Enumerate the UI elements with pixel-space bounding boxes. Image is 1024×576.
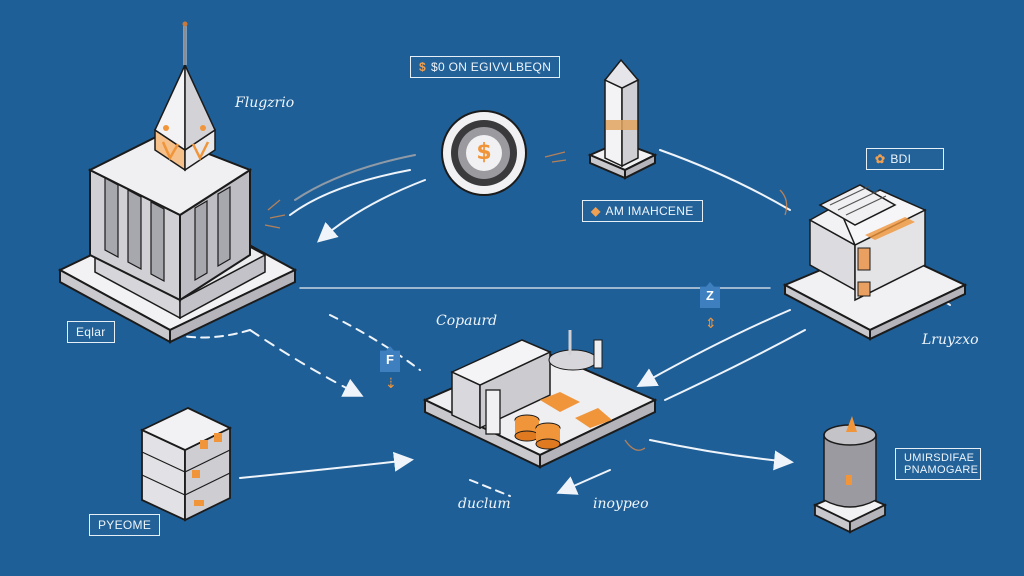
server-stack-node[interactable]: [782, 184, 968, 341]
cabinet-label-text: PYEOME: [98, 518, 152, 532]
arrow-updown-icon: ⇕: [705, 316, 717, 332]
connector-coin-to-tower-grey: [294, 154, 416, 201]
connector-server-to-factory: [636, 309, 791, 387]
dollar-icon: $: [476, 140, 492, 165]
connector-factory-to-tank: [649, 439, 794, 471]
connector-tower-to-factory: [249, 329, 364, 397]
factory-node[interactable]: [422, 330, 658, 469]
connector-factory-bottom-left: [469, 479, 511, 497]
coin-label[interactable]: $ $0 ON EGIVVLBEQN: [410, 56, 561, 78]
server-stack-label[interactable]: ✿ BDI: [866, 148, 944, 170]
coin-label-text: $0 ON EGIVVLBEQN: [430, 60, 552, 74]
factory-right-annotation: inoypeo: [593, 496, 649, 512]
tank-label[interactable]: UMIRSDIFAE PNAMOGARE: [895, 448, 981, 480]
connector-cabinet-to-factory: [239, 451, 414, 479]
connector-server-to-factory-2: [664, 329, 806, 401]
badge-left[interactable]: F: [380, 346, 400, 372]
obelisk-node[interactable]: [587, 58, 658, 180]
coin-node[interactable]: [441, 110, 527, 196]
tower-label-text: Eqlar: [76, 325, 106, 339]
badge-right[interactable]: Z: [700, 282, 720, 308]
sketch-accents: [264, 151, 788, 451]
tank-label-text: UMIRSDIFAE PNAMOGARE: [904, 452, 979, 476]
tower-building[interactable]: [57, 21, 298, 344]
tower-label[interactable]: Eqlar: [67, 321, 115, 343]
connector-factory-bottom-right: [556, 469, 611, 495]
tank-node[interactable]: [812, 416, 888, 534]
cabinet-node[interactable]: [139, 407, 233, 522]
connector-coin-to-tower-lower: [316, 179, 426, 243]
coin-icon: $: [419, 60, 426, 74]
arrow-down-icon: ⇣: [385, 376, 397, 392]
cabinet-label[interactable]: PYEOME: [89, 514, 161, 536]
seal-icon: ✿: [875, 152, 886, 166]
connector-obelisk-to-server: [659, 149, 791, 211]
obelisk-label-text: AM IMAHCENE: [605, 204, 694, 218]
connector-factory-top-left: [329, 314, 421, 371]
server-stack-label-text: BDI: [890, 152, 912, 166]
server-annotation: Lruyzxo: [922, 332, 979, 348]
obelisk-label[interactable]: ◆ AM IMAHCENE: [582, 200, 703, 222]
badge-icon: ◆: [591, 204, 601, 218]
connector-coin-to-tower-upper: [289, 169, 411, 216]
tower-annotation: Flugzrio: [235, 95, 295, 111]
factory-left-annotation: duclum: [458, 496, 511, 512]
factory-annotation: Copaurd: [436, 313, 498, 329]
